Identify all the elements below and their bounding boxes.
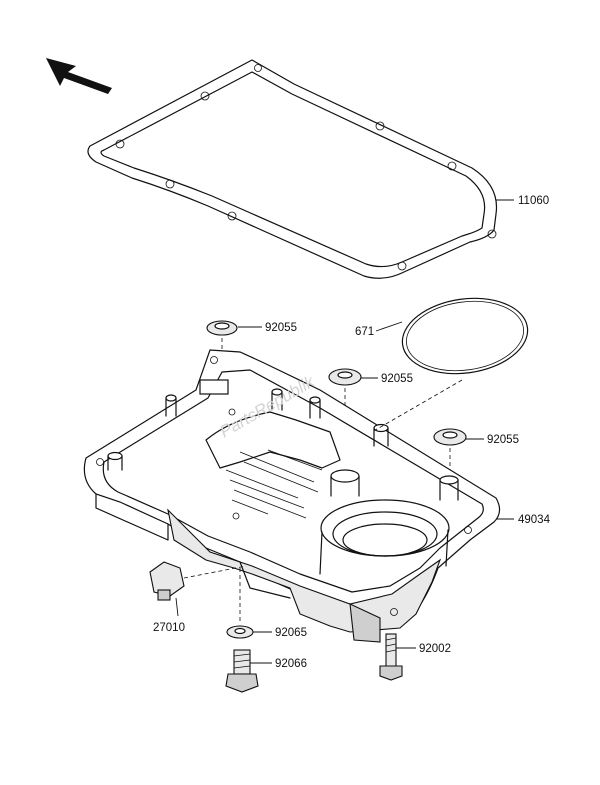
drain-washer [226, 568, 254, 639]
oil-pressure-switch [149, 561, 247, 601]
leader-lines [175, 199, 514, 664]
part-label-92055-a: 92055 [265, 322, 297, 334]
part-label-92002: 92002 [419, 643, 451, 655]
drain-plug [225, 649, 259, 693]
part-label-92065: 92065 [275, 627, 307, 639]
oil-pan [83, 349, 501, 643]
part-label-92055-b: 92055 [381, 373, 413, 385]
part-label-92055-c: 92055 [487, 434, 519, 446]
direction-arrow-icon [46, 58, 112, 94]
part-label-92066: 92066 [275, 658, 307, 670]
flange-bolt [379, 633, 403, 681]
part-label-49034: 49034 [518, 514, 551, 526]
part-label-27010: 27010 [153, 622, 185, 634]
washer-top-middle [328, 368, 362, 470]
part-label-11060: 11060 [518, 195, 549, 207]
oil-pan-gasket [87, 59, 498, 279]
part-label-671: 671 [355, 326, 374, 338]
washer-right [433, 428, 467, 484]
o-ring [401, 297, 529, 375]
